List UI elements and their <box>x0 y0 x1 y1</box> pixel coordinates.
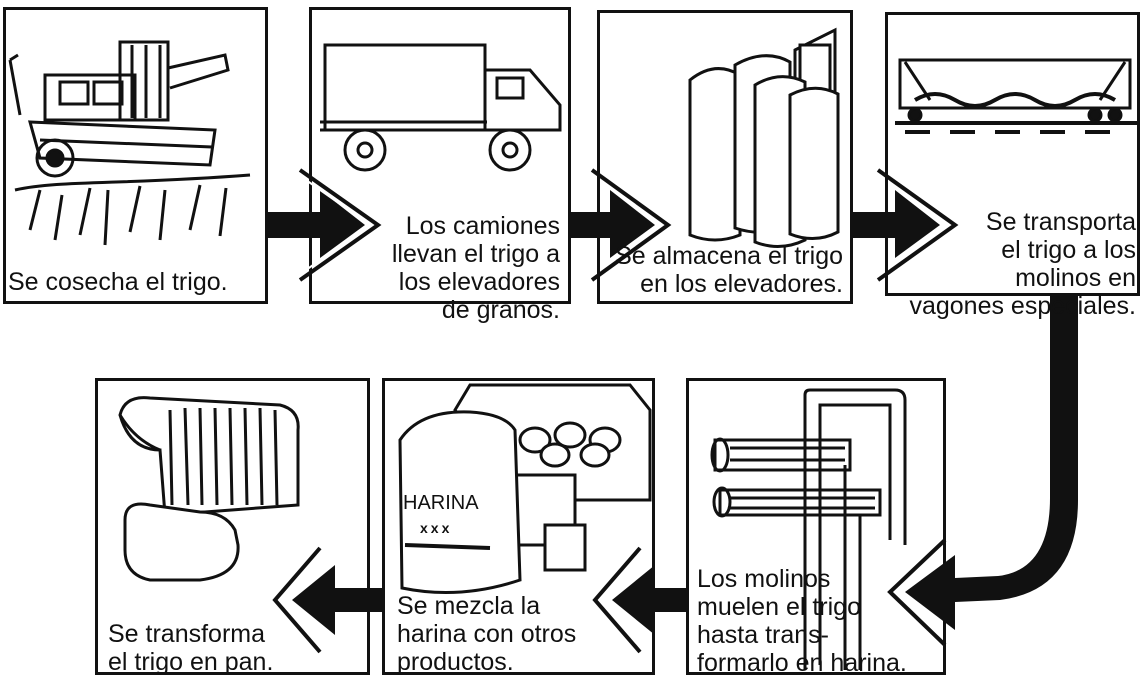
arrow-step1-to-step2 <box>268 168 382 282</box>
step-1-caption: Se cosecha el trigo. <box>8 268 228 296</box>
step-2-caption: Los camiones llevan el trigo a los eleva… <box>391 212 560 324</box>
flour-bag-label: HARINA <box>403 492 479 514</box>
arrow-step3-to-step4 <box>853 168 959 282</box>
flour-bag-marks: xxx <box>420 520 453 536</box>
arrow-step2-to-step3 <box>571 168 672 282</box>
flour-and-eggs-illustration <box>398 383 652 594</box>
flour-mill-rollers-illustration <box>710 388 907 670</box>
hopper-railcar-illustration <box>895 58 1138 134</box>
step-7-caption: Se transforma el trigo en pan. <box>108 620 274 676</box>
arrow-step6-to-step7 <box>272 546 382 654</box>
arrow-step4-to-step5 <box>887 296 1078 647</box>
arrow-step5-to-step6 <box>592 546 686 654</box>
combine-harvester-illustration <box>8 40 251 246</box>
bread-loaf-illustration <box>118 396 300 582</box>
step-5-caption: Los molinos muelen el trigo hasta trans-… <box>697 565 907 677</box>
step-4-caption: Se transporta el trigo a los molinos en … <box>909 208 1136 320</box>
grain-truck-illustration <box>320 43 562 172</box>
step-3-caption: Se almacena el trigo en los elevadores. <box>615 242 843 298</box>
step-6-caption: Se mezcla la harina con otros productos. <box>397 592 577 676</box>
step-2-panel <box>309 7 571 304</box>
step-5-panel <box>686 378 946 675</box>
grain-elevator-illustration <box>688 27 840 248</box>
